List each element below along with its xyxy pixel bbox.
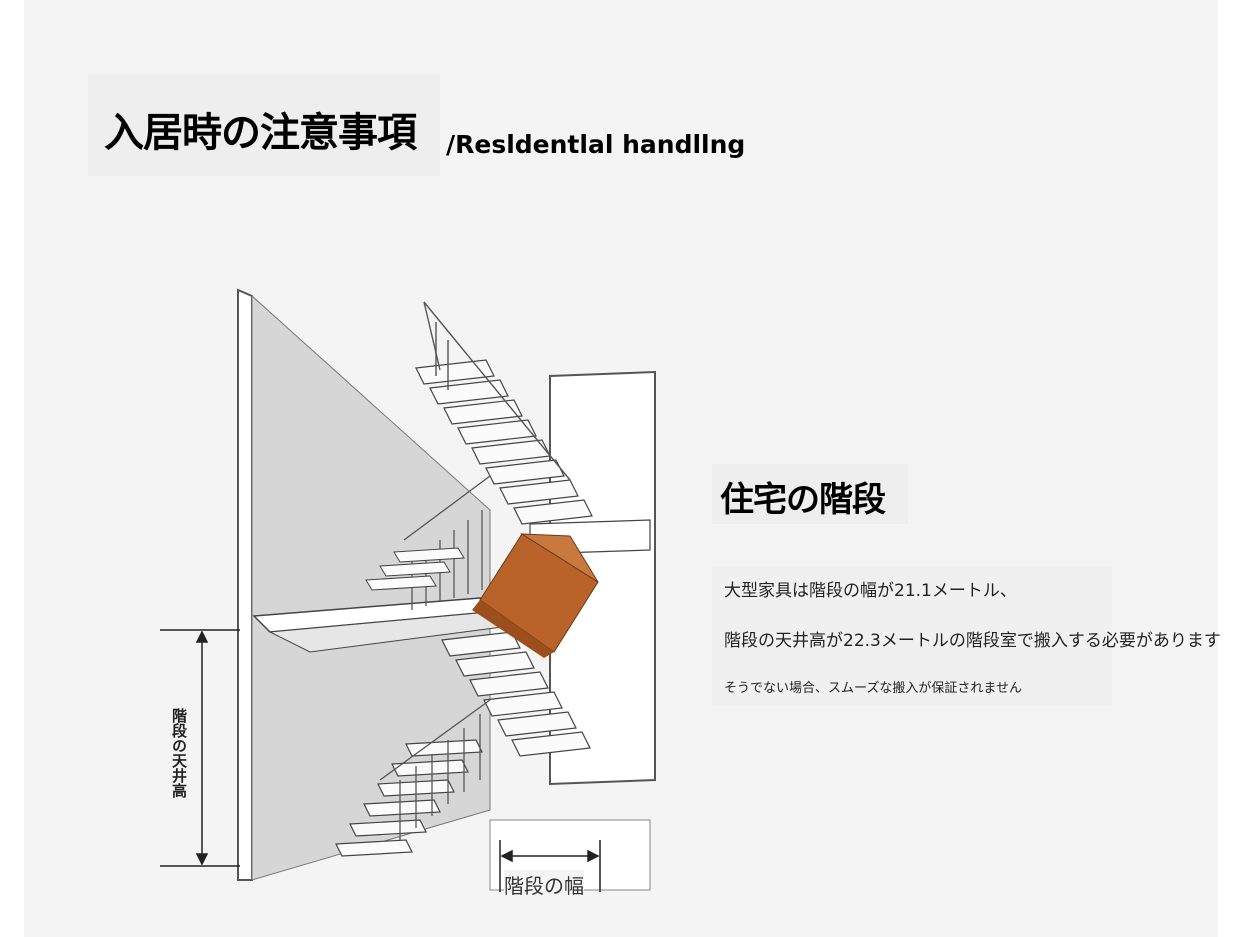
stair-width-label: 階段の幅 <box>504 870 584 899</box>
page-title: 入居時の注意事項 <box>104 110 417 156</box>
description-line-3: そうでない場合、スムーズな搬入が保証されません <box>724 681 1022 696</box>
title-background <box>88 74 440 176</box>
staircase-illustration <box>160 288 656 892</box>
section-title-background <box>712 464 908 524</box>
ceiling-height-label: 階段の天井高 <box>170 708 188 798</box>
description-line-1: 大型家具は階段の幅が21.1メートル、 <box>724 581 1017 601</box>
page-subtitle: /Resldentlal handllng <box>446 130 746 159</box>
description-line-2: 階段の天井高が22.3メートルの階段室で搬入する必要があります <box>724 631 1221 651</box>
description-background <box>712 566 1112 706</box>
section-title: 住宅の階段 <box>720 480 886 520</box>
